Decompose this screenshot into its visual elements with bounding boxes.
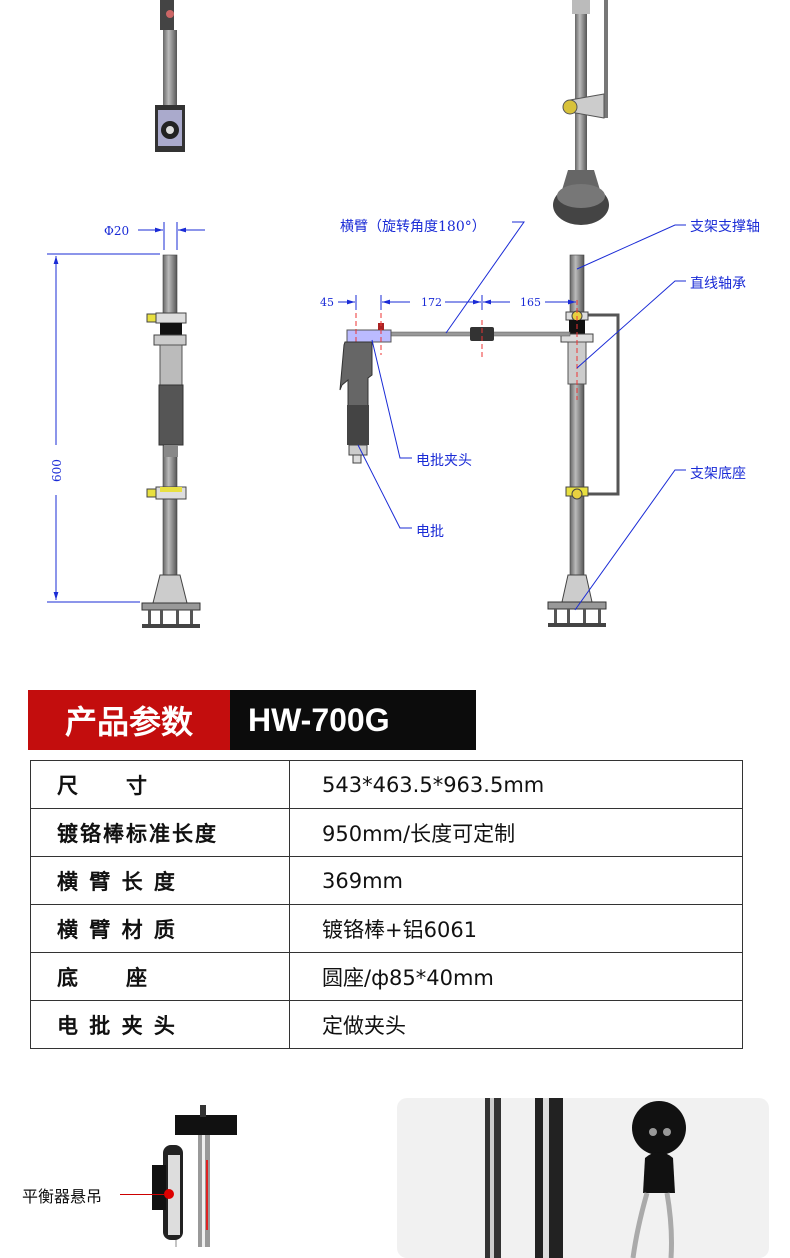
param-value: 圆座/ф85*40mm [289,952,743,1001]
left-side-view: Φ20 600 [47,222,205,628]
height-dimension: 600 [50,459,64,482]
label-linear-bearing: 直线轴承 [690,275,746,292]
param-key: 尺 寸 [30,760,290,809]
label-arm: 横臂（旋转角度180°） [340,219,486,235]
dimension-45: 45 [320,296,334,309]
label-leader-line [120,1194,164,1195]
dimension-172: 172 [421,296,442,309]
table-row: 横 臂 材 质镀铬棒+铝6061 [30,904,743,953]
param-value: 镀铬棒+铝6061 [289,904,743,953]
model-number: HW-700G [230,690,476,750]
technical-drawing: Φ20 600 [47,0,760,628]
label-support-shaft: 支架支撑轴 [690,219,760,235]
table-row: 底 座圆座/ф85*40mm [30,952,743,1001]
param-key: 镀铬棒标准长度 [30,808,290,857]
diameter-dimension: Φ20 [104,224,129,238]
right-front-view: 45 172 165 横臂（旋转角度180°） 支架支撑轴 直线轴承 电批夹头 … [320,219,760,627]
balancer-photo [152,1105,237,1247]
params-title: 产品参数 [28,690,230,750]
top-right-partial-view [553,0,609,225]
top-left-partial-view [155,0,185,152]
param-value: 369mm [289,856,743,905]
param-key: 横 臂 材 质 [30,904,290,953]
param-value: 定做夹头 [289,1000,743,1049]
table-row: 电 批 夹 头定做夹头 [30,1000,743,1049]
param-key: 横 臂 长 度 [30,856,290,905]
dimension-165: 165 [520,296,541,309]
marker-dot [164,1189,174,1199]
label-screwdriver: 电批 [416,524,444,540]
label-base: 支架底座 [690,466,746,482]
param-value: 543*463.5*963.5mm [289,760,743,809]
rod-closeup-photo [397,1098,769,1258]
label-screwdriver-clamp: 电批夹头 [416,453,472,469]
balancer-label: 平衡器悬吊 [22,1187,103,1206]
param-key: 电 批 夹 头 [30,1000,290,1049]
param-key: 底 座 [30,952,290,1001]
param-value: 950mm/长度可定制 [289,808,743,857]
